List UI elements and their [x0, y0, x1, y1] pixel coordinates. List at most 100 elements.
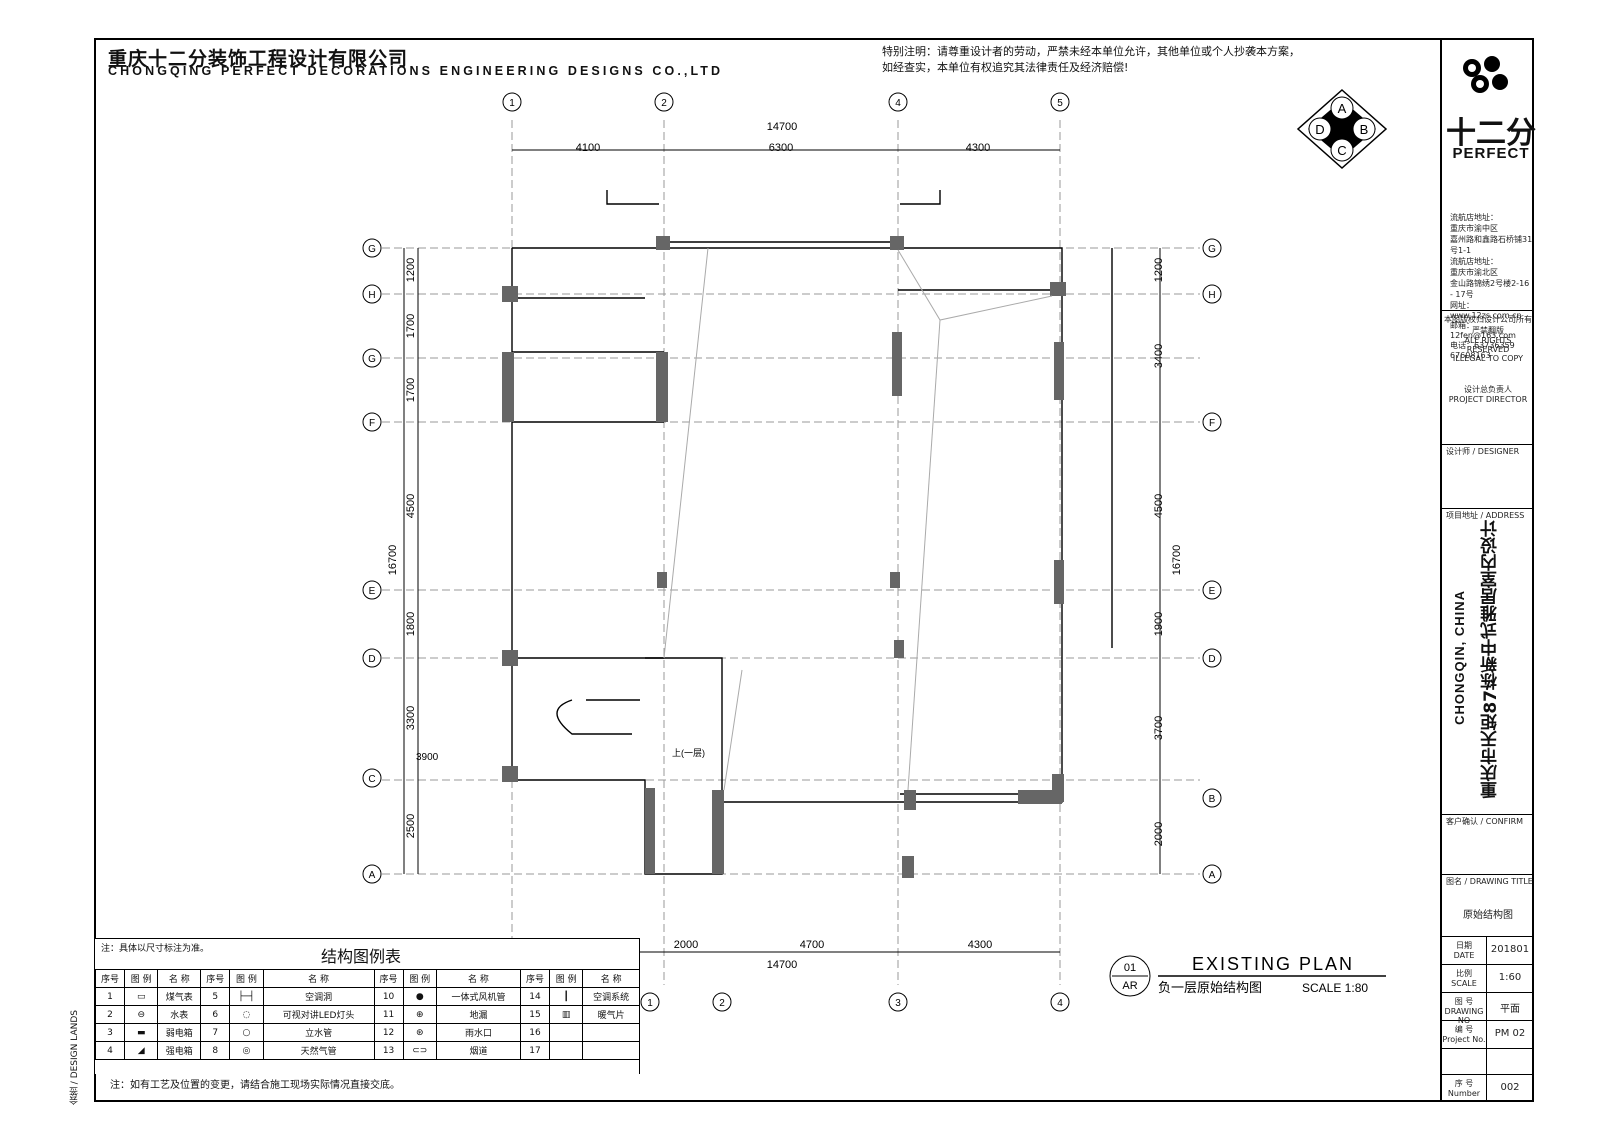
dim-right-4: 3700 [1153, 716, 1165, 740]
dim-left-2: 1700 [405, 378, 417, 402]
axis-row-right-B: B [1209, 794, 1216, 805]
date-label-en: DATE [1453, 951, 1475, 960]
project-no-label-en: Project No. [1442, 1035, 1486, 1044]
axis-bottom-2: 2 [719, 998, 725, 1009]
dim-right-0: 1200 [1153, 258, 1165, 282]
axis-row-right-F: F [1209, 418, 1215, 429]
project-no-label-zh: 编 号 [1454, 1025, 1474, 1034]
axis-row-right-E-bubble [1202, 580, 1222, 600]
axis-bottom-2-bubble [712, 992, 732, 1012]
axis-row-left-G: G [368, 244, 376, 255]
drawing-label: 01 AR EXISTING PLAN 负一层原始结构图 SCALE 1:80 [1109, 954, 1386, 997]
scale-value: 1:60 [1498, 972, 1522, 983]
axis-row-left-E-bubble [362, 580, 382, 600]
axis-row-right-D-bubble [1202, 648, 1222, 668]
legend-row: 3▬弱电箱 7○立水管 12⊛雨水口 16 [94, 1023, 640, 1042]
dim-left-0: 1200 [405, 258, 417, 282]
rain-outlet-icon: ⊛ [402, 1023, 437, 1042]
office1-addr-1: 重庆市渝中区 [1450, 224, 1498, 233]
floor-drain-icon: ⊕ [402, 1005, 437, 1024]
notice-line-1: 特别注明：请尊重设计者的劳动，严禁未经本单位允许，其他单位或个人抄袭本方案， [882, 45, 1300, 58]
project-name-zh: 重庆市天矩87栋新中式雅居室内设计 [1481, 520, 1501, 799]
dimension-lines [403, 149, 1161, 953]
legend-row: 1▭煤气表 5├─┤空调洞 10●一体式风机管 14┃空调系统 [94, 987, 640, 1006]
dim-top-1: 6300 [769, 142, 793, 154]
axis-row-left-F-bubble [362, 412, 382, 432]
axis-col-5-bubble [1050, 92, 1070, 112]
drawing-no-label-en: DRAWING NO [1444, 1007, 1484, 1025]
axis-row-right-D: D [1208, 654, 1215, 665]
email-text: 邮箱：12fen@163.com [1450, 321, 1516, 340]
gas-pipe-icon: ◎ [229, 1041, 264, 1060]
water-pipe-icon: ○ [229, 1023, 264, 1042]
axis-col-2-bubble [654, 92, 674, 112]
logo-zh: 十二分 [1446, 116, 1536, 151]
axis-row-left-E: E [369, 586, 376, 597]
axis-bottom-3: 3 [895, 998, 901, 1009]
axis-row-left-C: C [368, 774, 375, 785]
axis-row-left-H-bubble [362, 284, 382, 304]
axis-col-1-bubble [502, 92, 522, 112]
notice-line-2: 如经查实，本单位有权追究其法律责任及经济赔偿! [882, 61, 1129, 74]
label-sheet: AR [1122, 980, 1137, 992]
website-text: 网址：www.12zs.com.cn [1450, 301, 1522, 320]
address-label: 项目地址 / ADDRESS [1446, 511, 1525, 520]
ac-system-icon: ┃ [548, 987, 584, 1006]
dim-right-total: 16700 [1171, 545, 1183, 576]
director-zh: 设计总负责人 [1464, 385, 1512, 394]
office2-addr-1: 重庆市渝北区 [1450, 268, 1498, 277]
axis-row-right-E: E [1209, 586, 1216, 597]
scale-label-zh: 比例 [1456, 969, 1472, 978]
office1-addr-2: 嘉州路和鑫路石桥铺31号1-1 [1450, 235, 1533, 255]
company-logo-mark [1463, 56, 1508, 93]
logo-en: PERFECT [1452, 145, 1530, 162]
company-name-en: CHONGQING PERFECT DECORATIONS ENGINEERIN… [108, 64, 724, 78]
axis-row-left-C-bubble [362, 768, 382, 788]
axis-row-left-A: A [369, 870, 376, 881]
axis-row-right-H-bubble [1202, 284, 1222, 304]
dim-bottom-total: 14700 [767, 959, 798, 971]
company-name-zh: 重庆十二分装饰工程设计有限公司 [108, 48, 409, 70]
copyright-en-2: ILLEGAL TO COPY [1452, 354, 1524, 363]
axis-row-left-G: G [368, 354, 376, 365]
axis-bottom-4-bubble [1050, 992, 1070, 1012]
drawing-title-label: 图名 / DRAWING TITLE [1446, 877, 1533, 886]
dim-bottom-1: 2000 [674, 939, 698, 951]
stair-label: 上(一层) [672, 748, 705, 758]
dim-left-6: 2500 [405, 814, 417, 838]
legend-title: 结构图例表 [321, 947, 402, 966]
axis-row-left-H: H [368, 290, 375, 301]
dim-left-5: 3300 [405, 706, 417, 730]
axis-row-right-G: G [1208, 244, 1216, 255]
axis-bottom-3-bubble [888, 992, 908, 1012]
axis-bottom-1: 1 [647, 998, 653, 1009]
office2-label: 流航店地址： [1450, 257, 1498, 266]
drawing-title-value: 原始结构图 [1463, 910, 1513, 921]
confirm-label: 客户确认 / CONFIRM [1446, 817, 1524, 826]
compass-symbol: A B C D [1296, 88, 1388, 170]
label-title-zh: 负一层原始结构图 [1158, 980, 1262, 995]
legend-row: 4◢强电箱 8◎天然气管 13⊂⊃烟道 17 [94, 1041, 640, 1060]
copyright-zh-1: 本图版权归设计公司所有 [1444, 315, 1532, 324]
inner-dimension: 3900 [416, 752, 439, 763]
axis-col-5: 5 [1057, 98, 1063, 109]
title-block: 流航店地址： 重庆市渝中区 嘉州路和鑫路石桥铺31号1-1 流航店地址： 重庆市… [1440, 38, 1534, 1102]
axis-row-left-G-bubble [362, 238, 382, 258]
compass-d: D [1315, 122, 1324, 137]
date-value: 201801 [1490, 944, 1530, 955]
director-en: PROJECT DIRECTOR [1448, 395, 1528, 404]
date-label-zh: 日期 [1456, 941, 1472, 950]
dim-right-2: 4500 [1153, 494, 1165, 518]
structure-legend: 注：具体以尺寸标注为准。 结构图例表 序号图 例名 称 序号图 例名 称 序号图… [94, 938, 640, 1074]
countersign-label: 会签 / DESIGN LANDS [70, 1010, 80, 1106]
axis-row-right-B-bubble [1202, 788, 1222, 808]
gas-meter-icon: ▭ [124, 987, 159, 1006]
dim-right-3: 1900 [1153, 612, 1165, 636]
weak-box-icon: ▬ [124, 1023, 159, 1042]
label-num: 01 [1124, 962, 1136, 974]
dim-right-1: 3400 [1153, 344, 1165, 368]
designer-label: 设计师 / DESIGNER [1446, 447, 1520, 456]
axis-bottom-4: 4 [1057, 998, 1063, 1009]
office1-label: 流航店地址： [1450, 213, 1498, 222]
